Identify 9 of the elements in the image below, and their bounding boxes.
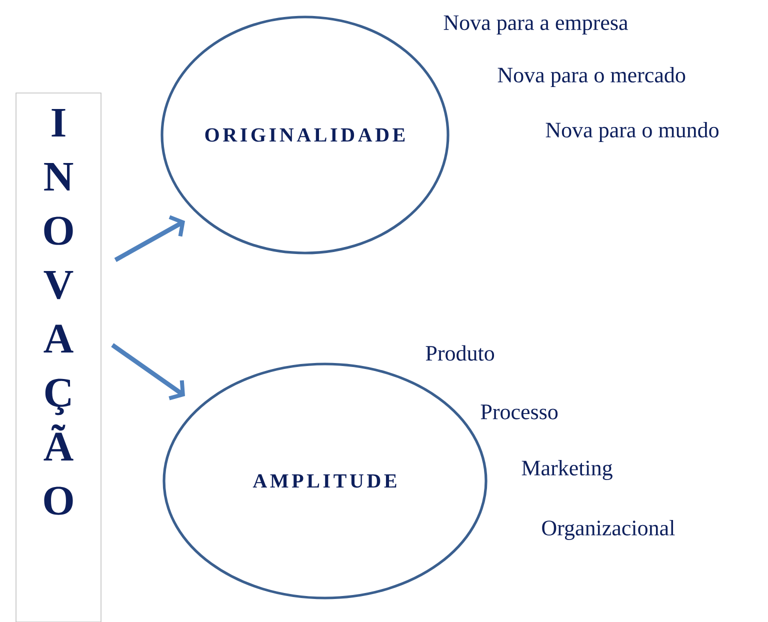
category-label: Marketing — [522, 460, 612, 480]
arrow — [111, 343, 185, 400]
title-box: INOVAÇÃO — [16, 92, 102, 622]
category-label: Nova para o mercado — [498, 67, 686, 87]
arrow — [114, 215, 185, 262]
category-label: Produto — [426, 345, 494, 361]
category-label: Organizacional — [542, 520, 675, 540]
category-label: Processo — [480, 404, 558, 420]
category-label: Nova para o mundo — [546, 122, 718, 142]
